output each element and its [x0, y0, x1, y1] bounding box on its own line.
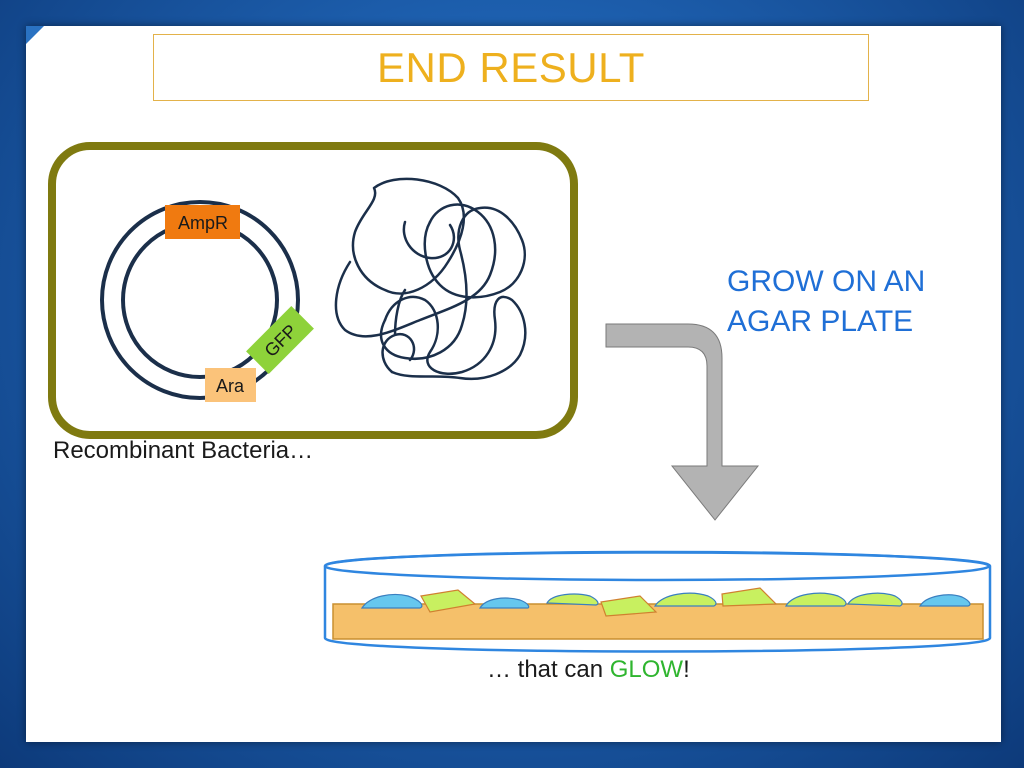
- slide-title: END RESULT: [153, 34, 869, 101]
- grow-arrow: [605, 323, 760, 521]
- glow-word: GLOW: [609, 656, 684, 683]
- bacteria-colonies: [360, 587, 971, 617]
- ampr-gene: AmpR: [165, 205, 240, 239]
- bacterium-cell: [48, 142, 578, 439]
- ampr-label: AmpR: [178, 213, 228, 233]
- caption-recombinant-bacteria: Recombinant Bacteria…: [53, 437, 314, 464]
- glow-caption: … that can GLOW!: [487, 656, 690, 684]
- gfp-gene: GFP: [246, 306, 314, 374]
- petri-dish: [323, 550, 992, 653]
- grow-on-agar-text: GROW ON AN AGAR PLATE: [727, 265, 926, 338]
- chromosomal-dna: [334, 177, 527, 381]
- glow-suffix: !: [683, 656, 690, 683]
- ara-label: Ara: [216, 376, 245, 396]
- ara-gene: Ara: [205, 368, 256, 402]
- plasmid: AmpR GFP Ara: [100, 200, 314, 402]
- glow-prefix: … that can: [487, 656, 610, 683]
